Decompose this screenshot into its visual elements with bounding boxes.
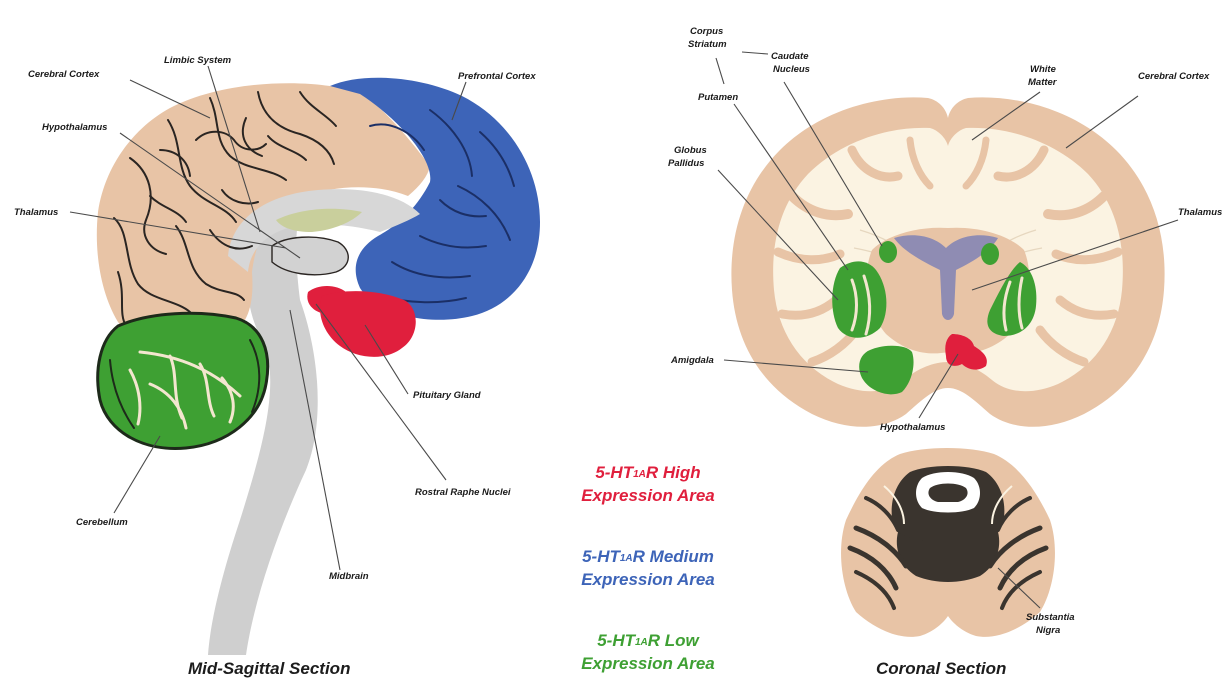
cerebellum [98, 313, 268, 448]
label-midbrain: Midbrain [329, 571, 369, 582]
coronal-brain [731, 97, 1164, 636]
label-thalamus-sagittal: Thalamus [14, 207, 58, 218]
label-substantia-2: Nigra [1036, 625, 1060, 636]
label-rostral-raphe-nuclei: Rostral Raphe Nuclei [415, 487, 511, 498]
label-corpus-striatum-2: Striatum [688, 39, 727, 50]
label-putamen: Putamen [698, 92, 738, 103]
caudate-nucleus-right [981, 243, 999, 265]
legend-low-line1: 5-HT1AR Low [597, 631, 700, 650]
label-white-matter-1: White [1030, 64, 1057, 75]
legend-medium-line1: 5-HT1AR Medium [582, 547, 714, 566]
coronal-brainstem [841, 448, 1055, 637]
label-limbic-system: Limbic System [164, 55, 232, 66]
legend-high-line2: Expression Area [581, 486, 715, 505]
label-white-matter-2: Matter [1028, 77, 1058, 88]
label-hypothalamus-coronal: Hypothalamus [880, 422, 945, 433]
label-pituitary-gland: Pituitary Gland [413, 390, 481, 401]
legend-medium-line2: Expression Area [581, 570, 715, 589]
label-cerebral-cortex-coronal: Cerebral Cortex [1138, 71, 1210, 82]
legend: 5-HT1AR High Expression Area 5-HT1AR Med… [581, 463, 715, 673]
thalamus-outline [272, 237, 348, 275]
sagittal-brain [97, 78, 540, 655]
label-caudate-2: Nucleus [773, 64, 810, 75]
legend-low-line2: Expression Area [581, 654, 715, 673]
label-prefrontal-cortex: Prefrontal Cortex [458, 71, 536, 82]
label-corpus-striatum-1: Corpus [690, 26, 723, 37]
label-hypothalamus-sagittal: Hypothalamus [42, 122, 107, 133]
caudate-nucleus-left [879, 241, 897, 263]
label-globus-2: Pallidus [668, 158, 704, 169]
legend-high-line1: 5-HT1AR High [595, 463, 700, 482]
label-cerebral-cortex: Cerebral Cortex [28, 69, 100, 80]
label-cerebellum: Cerebellum [76, 517, 128, 528]
label-globus-1: Globus [674, 145, 707, 156]
label-substantia-1: Substantia [1026, 612, 1075, 623]
sagittal-section-title: Mid-Sagittal Section [188, 659, 350, 678]
label-thalamus-coronal: Thalamus [1178, 207, 1222, 218]
coronal-section-title: Coronal Section [876, 659, 1006, 678]
label-amigdala: Amigdala [670, 355, 714, 366]
label-caudate-1: Caudate [771, 51, 809, 62]
pituitary-gland [320, 291, 416, 357]
